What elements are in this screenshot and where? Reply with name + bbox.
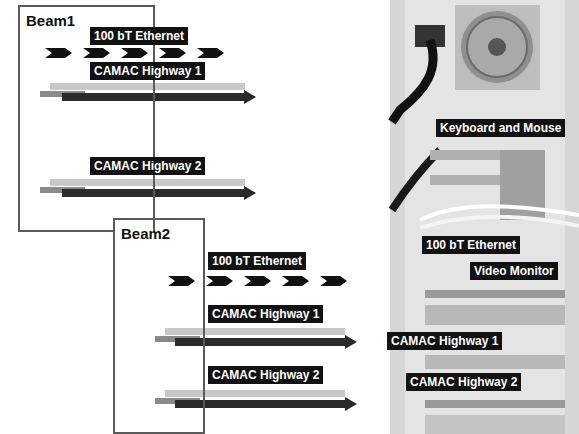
highway-cable	[40, 179, 256, 200]
signal-label: Keyboard and Mouse	[436, 119, 565, 137]
signal-label: CAMAC Highway 1	[208, 305, 323, 323]
signal-label: Video Monitor	[470, 262, 558, 280]
signal-label: 100 bT Ethernet	[208, 252, 306, 270]
highway-cable	[155, 390, 357, 411]
label-text: Keyboard and Mouse	[440, 121, 561, 135]
label-text: CAMAC Highway 1	[94, 64, 201, 78]
label-text: 100 bT Ethernet	[426, 238, 516, 252]
label-text: CAMAC Highway 2	[212, 368, 319, 382]
label-text: 100 bT Ethernet	[94, 29, 184, 43]
signal-label: CAMAC Highway 2	[90, 157, 205, 175]
label-text: Video Monitor	[474, 264, 554, 278]
label-text: CAMAC Highway 2	[94, 159, 201, 173]
signal-label: CAMAC Highway 2	[208, 366, 323, 384]
beam-box: Beam2	[113, 218, 205, 434]
ethernet-arrows	[45, 48, 224, 58]
ethernet-arrows	[168, 276, 347, 286]
box-edge	[18, 230, 113, 232]
label-text: CAMAC Highway 2	[410, 375, 517, 389]
signal-label: 100 bT Ethernet	[90, 27, 188, 45]
highway-cable	[155, 328, 357, 349]
label-text: CAMAC Highway 1	[391, 334, 498, 348]
signal-label: 100 bT Ethernet	[422, 236, 520, 254]
signal-label: CAMAC Highway 2	[406, 373, 521, 391]
label-text: CAMAC Highway 1	[212, 307, 319, 321]
pc-photo	[390, 0, 579, 434]
label-text: 100 bT Ethernet	[212, 254, 302, 268]
box-title: Beam2	[115, 220, 170, 242]
signal-label: CAMAC Highway 1	[387, 332, 502, 350]
box-title: Beam1	[20, 7, 75, 29]
signal-label: CAMAC Highway 1	[90, 62, 205, 80]
highway-cable	[40, 83, 256, 104]
